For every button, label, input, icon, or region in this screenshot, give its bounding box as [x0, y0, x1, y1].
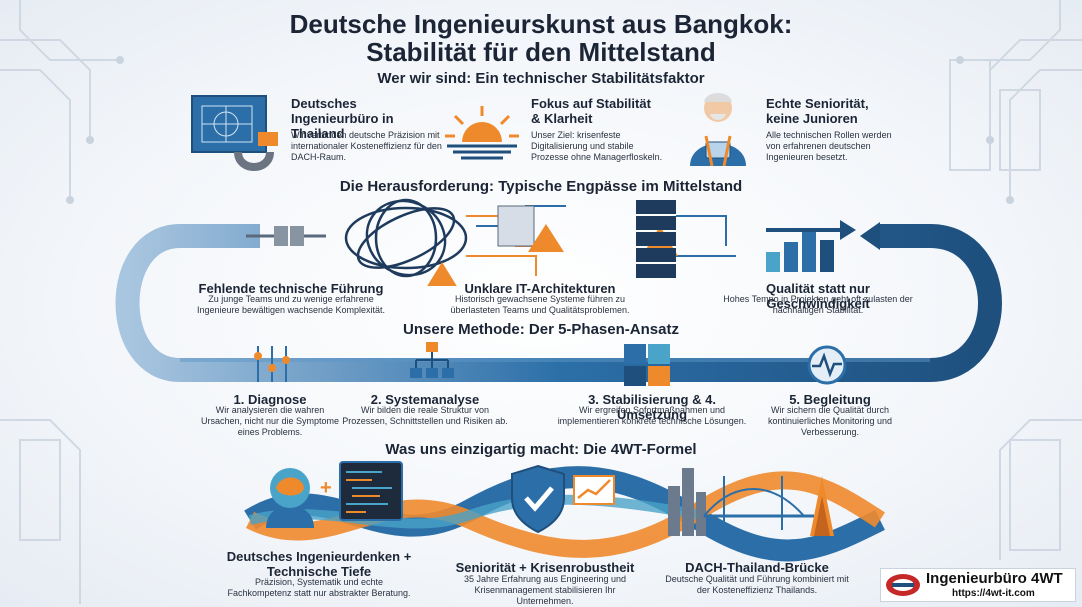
who-heading: Wer wir sind: Ein technischer Stabilität… [377, 70, 705, 87]
phase-2-title: 2. Systemanalyse [370, 392, 480, 407]
senior-engineer-icon [690, 93, 746, 166]
company-name: Ingenieurbüro 4WT [926, 570, 1063, 587]
formula-3-title: DACH-Thailand-Brücke [685, 560, 829, 575]
method-heading: Unsere Methode: Der 5-Phasen-Ansatz [403, 321, 679, 338]
monitoring-cycle-icon [807, 345, 847, 385]
challenge-1-text: Zu junge Teams und zu wenige erfahrene I… [196, 294, 386, 315]
phase-4-text: Wir sichern die Qualität durch kontinuie… [767, 405, 893, 437]
shield-checkmark-icon [511, 464, 615, 534]
who-item-2-text: Unser Ziel: krisenfeste Digitalisierung … [531, 130, 663, 162]
formula-3-text: Deutsche Qualität und Führung kombiniert… [665, 574, 849, 595]
who-item-3-text: Alle technischen Rollen werden von erfah… [766, 130, 892, 162]
challenge-2-text: Historisch gewachsene Systeme führen zu … [450, 294, 630, 315]
phase-2-text: Wir bilden die reale Struktur von Prozes… [342, 405, 508, 426]
who-item-1-text: Wir verbinden deutsche Präzision mit int… [291, 130, 442, 162]
challenge-heading: Die Herausforderung: Typische Engpässe i… [339, 178, 743, 195]
company-url[interactable]: https://4wt-it.com [952, 588, 1035, 599]
dach-thailand-bridge-icon [668, 468, 834, 536]
formula-1-text: Präzision, Systematik und echte Fachkomp… [227, 577, 411, 598]
page-title: Deutsche Ingenieurskunst aus Bangkok: St… [0, 10, 1082, 66]
formula-2-text: 35 Jahre Erfahrung aus Engineering und K… [463, 574, 627, 606]
who-item-2-title: Fokus auf Stabilität & Klarheit [531, 96, 651, 126]
phase-4-title: 5. Begleitung [789, 392, 871, 407]
title-line-1: Deutsche Ingenieurskunst aus Bangkok: [289, 9, 793, 39]
diagnose-circuit-icon [254, 346, 290, 382]
formula-2-title: Seniorität + Krisenrobustheit [455, 560, 635, 575]
challenge-3-text: Hohes Tempo in Projekten geht oft zulast… [723, 294, 913, 315]
formula-1-title: Deutsches Ingenieurdenken + Technische T… [226, 549, 412, 579]
tangled-wires-servers-illustration [246, 198, 736, 286]
phase-1-title: 1. Diagnose [233, 392, 307, 407]
phase-3-text: Wir ergreifen Sofortmaßnahmen und implem… [557, 405, 747, 426]
formula-heading: Was uns einzigartig macht: Die 4WT-Forme… [385, 441, 697, 458]
company-logo-emblem [886, 574, 920, 596]
phase-1-text: Wir analysieren die wahren Ursachen, nic… [200, 405, 340, 437]
challenge-2-title: Unklare IT-Architekturen [464, 281, 616, 296]
sunrise-horizon-icon [445, 106, 519, 160]
who-item-3-title: Echte Seniorität, keine Junioren [766, 96, 869, 126]
svg-text:+: + [320, 477, 332, 499]
challenge-3-title: Qualität statt nur Geschwindigkeit [765, 281, 870, 311]
puzzle-pieces-icon [624, 344, 670, 386]
challenge-1-title: Fehlende technische Führung [198, 281, 384, 296]
title-line-2: Stabilität für den Mittelstand [366, 37, 716, 67]
phase-3-title: 3. Stabilisierung & 4. Umsetzung [588, 392, 716, 422]
system-hierarchy-icon [410, 342, 454, 378]
blueprint-caliper-icon [191, 95, 278, 171]
rising-bars-chart-icon [766, 220, 856, 272]
brain-code-screen-icon: + [266, 461, 403, 528]
who-item-1-title: Deutsches Ingenieurbüro in Thailand [291, 96, 394, 141]
